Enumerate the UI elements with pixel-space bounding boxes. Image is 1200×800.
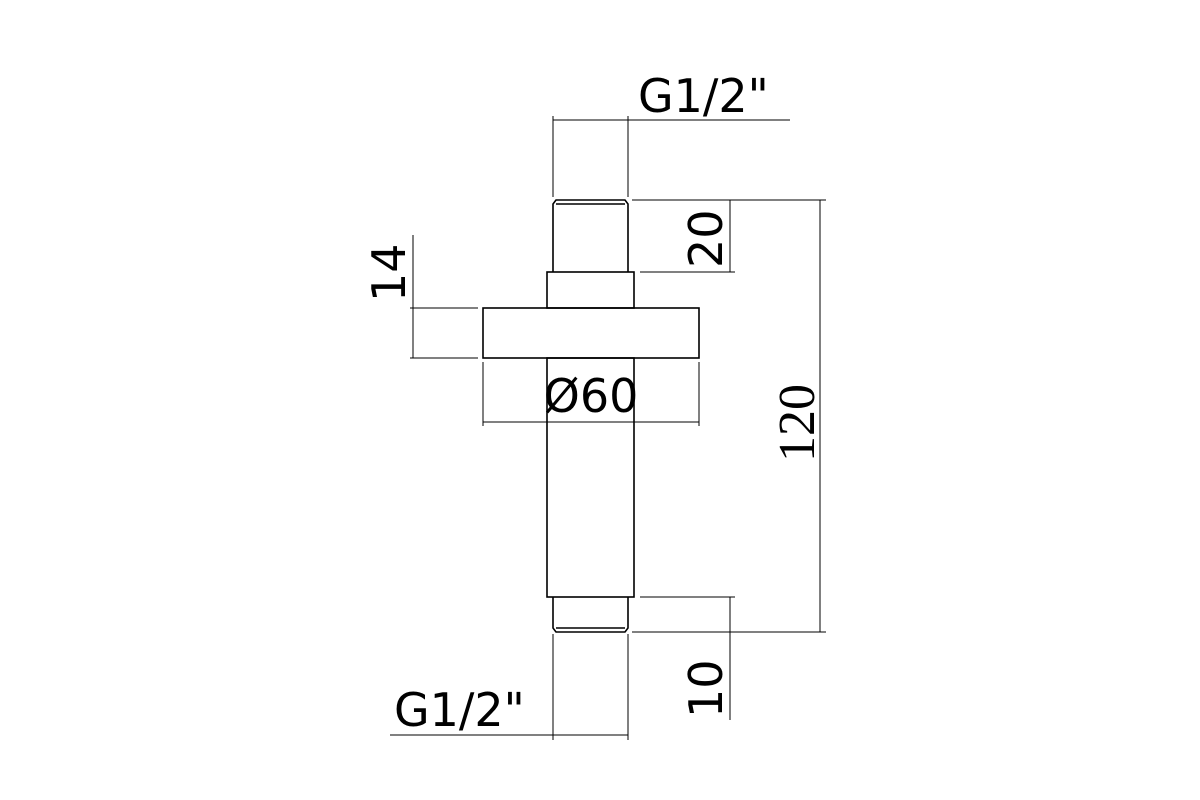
label-flange-thickness: 14 xyxy=(362,243,416,302)
dimension-total-length: 120 xyxy=(632,200,826,633)
dimension-flange-diameter: Ø60 xyxy=(482,362,700,426)
dimension-flange-thickness: 14 xyxy=(362,235,478,359)
shower-arm-part xyxy=(482,199,700,633)
body-tube xyxy=(546,357,635,598)
collar xyxy=(546,271,635,309)
label-thread-top: G1/2" xyxy=(638,69,769,123)
label-flange-diameter: Ø60 xyxy=(544,369,639,423)
bottom-thread xyxy=(552,597,629,633)
dimension-thread-bottom: G1/2" xyxy=(390,634,629,740)
label-thread-bottom: G1/2" xyxy=(394,683,525,737)
dimension-top-thread-length: 20 xyxy=(632,199,826,273)
flange xyxy=(482,307,700,359)
label-bottom-thread-length: 10 xyxy=(679,659,733,718)
dimension-thread-top: G1/2" xyxy=(552,69,790,197)
label-total-length: 120 xyxy=(769,384,826,462)
dimension-bottom-thread-length: 10 xyxy=(640,596,735,720)
label-top-thread-length: 20 xyxy=(679,209,733,268)
top-thread xyxy=(552,199,629,272)
